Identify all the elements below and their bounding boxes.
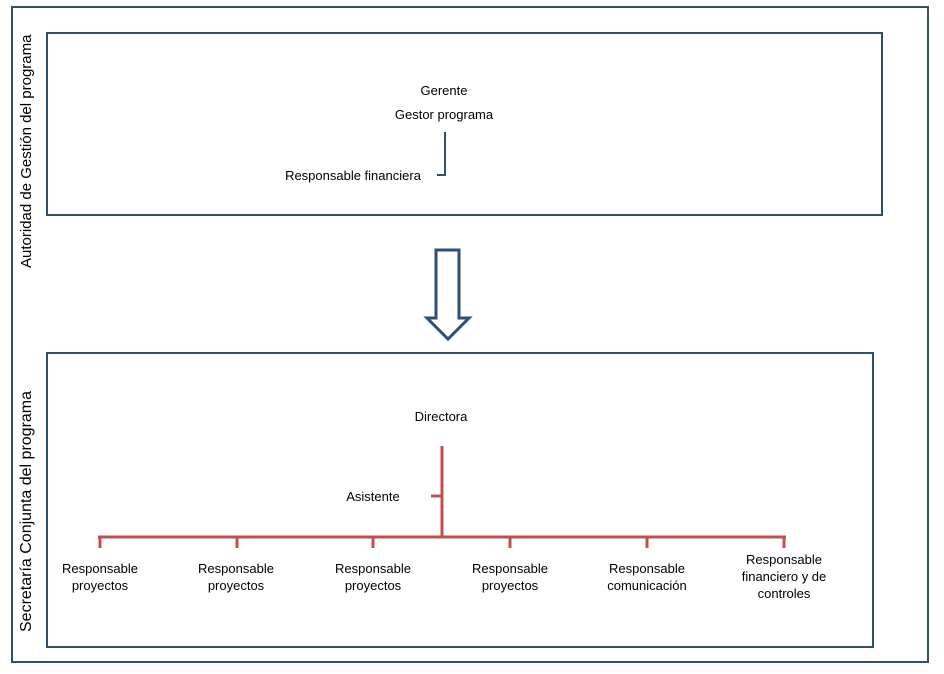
role-assistant: Asistente	[346, 489, 400, 504]
staff-node-5: Responsable comunicación	[592, 560, 702, 594]
staff-node-4-line2: proyectos	[481, 578, 539, 593]
staff-node-1-line1: Responsable	[62, 561, 138, 576]
staff-node-5-line1: Responsable	[609, 561, 685, 576]
staff-node-3-line2: proyectos	[344, 578, 402, 593]
staff-node-6-line1: Responsable	[746, 552, 822, 567]
staff-node-1-line2: proyectos	[71, 578, 129, 593]
secretariat-org-box	[46, 352, 874, 648]
staff-node-3-line1: Responsable	[335, 561, 411, 576]
staff-node-6: Responsable financiero y de controles	[724, 551, 844, 602]
role-manager: Gerente	[420, 83, 468, 98]
authority-org-box	[46, 32, 883, 216]
role-program-manager: Gestor programa	[394, 107, 494, 122]
staff-node-2: Responsable proyectos	[186, 560, 286, 594]
staff-node-1: Responsable proyectos	[50, 560, 150, 594]
role-director: Directora	[414, 409, 468, 424]
staff-node-6-line3: controles	[757, 586, 811, 601]
staff-node-5-line2: comunicación	[607, 578, 687, 593]
secretariat-section-title: Secretaría Conjunta del programa	[18, 390, 35, 632]
staff-node-2-line2: proyectos	[207, 578, 265, 593]
authority-section-title: Autoridad de Gestión del programa	[18, 34, 35, 268]
staff-node-6-line2: financiero y de	[741, 569, 827, 584]
role-financial: Responsable financiera	[285, 168, 421, 183]
staff-node-2-line1: Responsable	[198, 561, 274, 576]
staff-node-3: Responsable proyectos	[323, 560, 423, 594]
staff-node-4-line1: Responsable	[472, 561, 548, 576]
staff-node-4: Responsable proyectos	[460, 560, 560, 594]
outer-frame	[11, 6, 929, 663]
